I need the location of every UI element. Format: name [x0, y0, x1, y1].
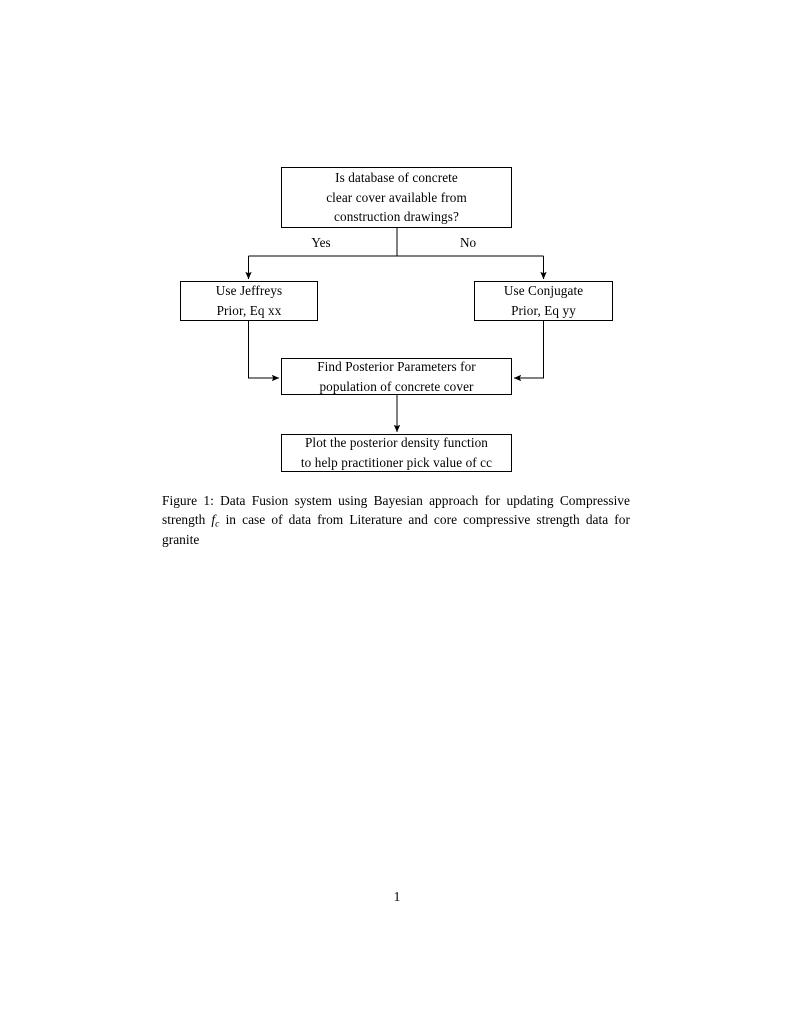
- node-posterior-line-1: Find Posterior Parameters for: [317, 358, 476, 374]
- node-jeffreys-line-1: Use Jeffreys: [215, 283, 283, 299]
- flowchart-node-plot-density: Plot the posterior density function to h…: [281, 434, 512, 472]
- flowchart-node-question: Is database of concrete clear cover avai…: [281, 167, 512, 228]
- node-conjugate-line-1: Use Conjugate: [503, 283, 584, 299]
- flowchart-connectors: [245, 228, 547, 433]
- node-plot-line-2: to help practitioner pick value of cc: [300, 455, 493, 470]
- page-number: 1: [393, 889, 401, 904]
- edge-label-no: No: [459, 235, 477, 250]
- caption-text-part-2: in case of data from Literature and core…: [162, 511, 630, 547]
- caption-text-part-1: Data Fusion system using Bayesian approa…: [162, 493, 630, 527]
- node-question-line-1: Is database of concrete: [335, 170, 458, 186]
- edge-conjugate-to-posterior: [513, 321, 544, 382]
- node-posterior-line-2: population of concrete cover: [319, 378, 474, 394]
- caption-symbol-fc: fc: [211, 511, 220, 530]
- flowchart-node-jeffreys-prior: Use Jeffreys Prior, Eq xx: [180, 281, 318, 321]
- caption-symbol-subscript: c: [215, 518, 220, 530]
- figure-caption: Figure 1: Data Fusion system using Bayes…: [162, 492, 630, 550]
- edge-label-yes: Yes: [311, 235, 331, 250]
- edge-jeffreys-to-posterior: [248, 321, 280, 382]
- flowchart-node-find-posterior: Find Posterior Parameters for population…: [281, 358, 512, 395]
- caption-symbol-base: f: [211, 511, 216, 527]
- flowchart-figure: Is database of concrete clear cover avai…: [0, 0, 794, 490]
- flowchart-node-conjugate-prior: Use Conjugate Prior, Eq yy: [474, 281, 613, 321]
- caption-label: Figure 1:: [162, 493, 214, 508]
- node-plot-line-1: Plot the posterior density function: [305, 435, 488, 451]
- node-jeffreys-line-2: Prior, Eq xx: [216, 303, 282, 318]
- node-conjugate-line-2: Prior, Eq yy: [511, 303, 576, 318]
- node-question-line-2: clear cover available from: [326, 189, 467, 205]
- node-question-line-3: construction drawings?: [334, 209, 459, 225]
